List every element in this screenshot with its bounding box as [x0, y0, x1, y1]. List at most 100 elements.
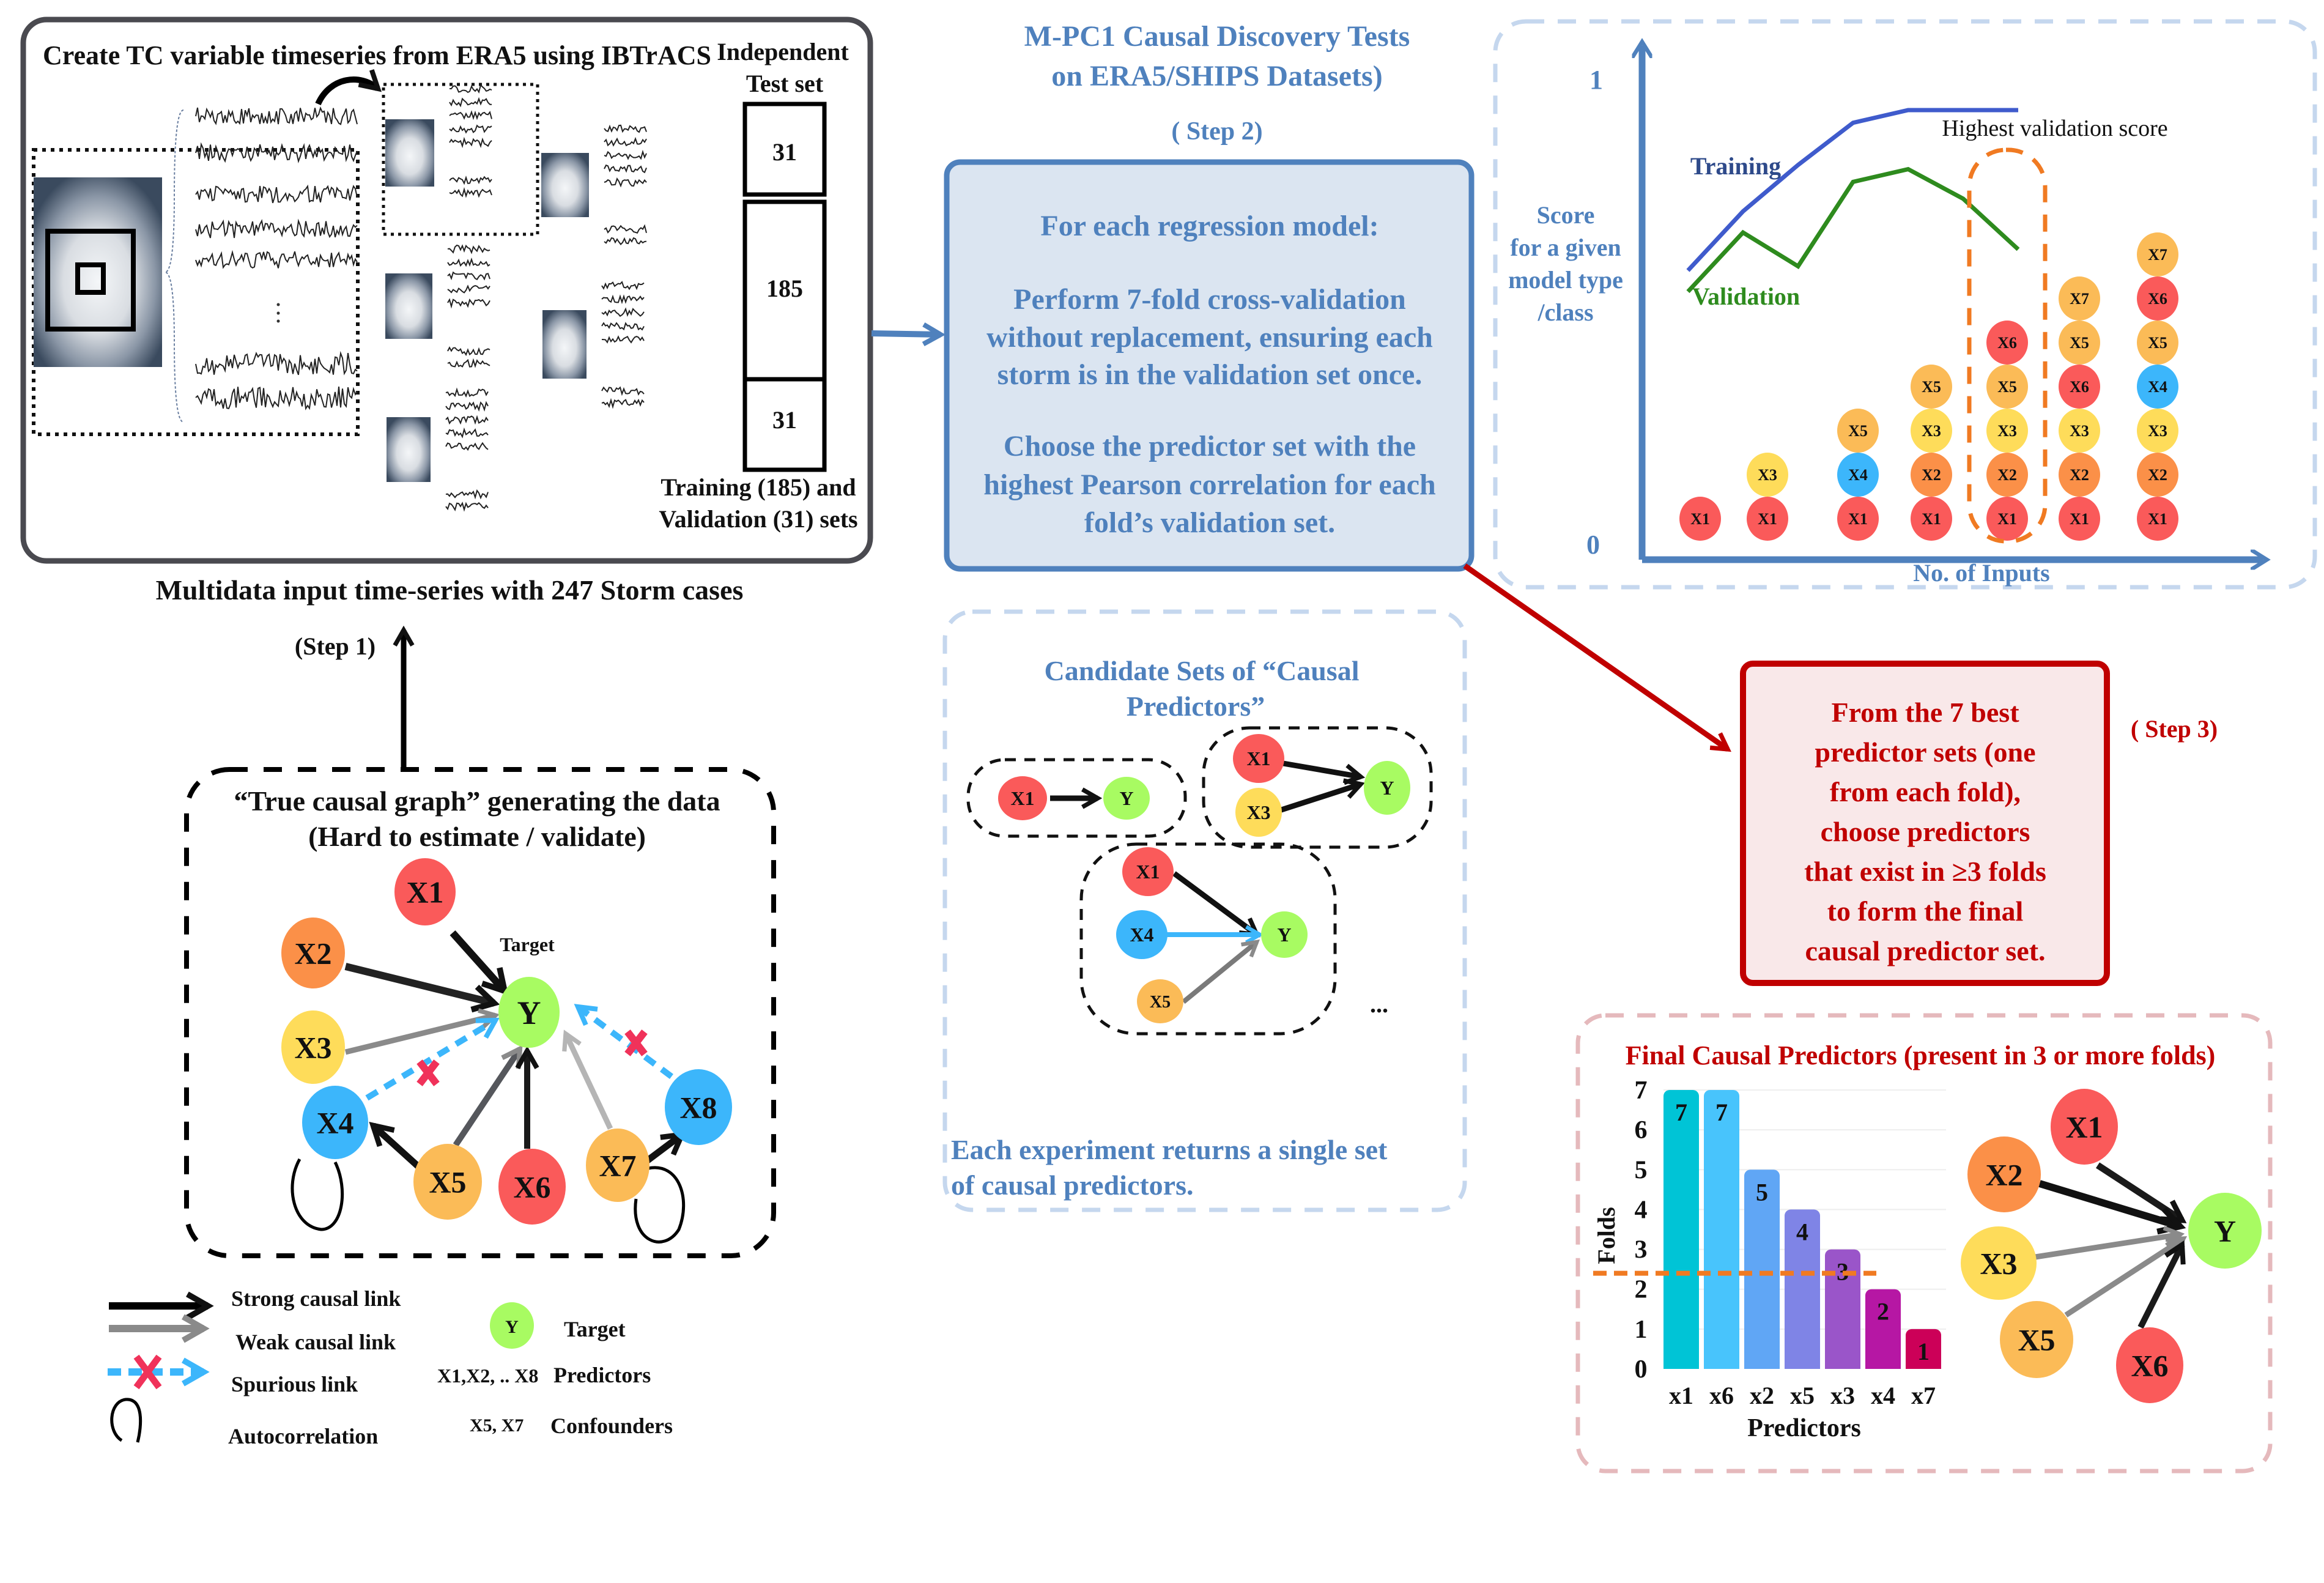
- node-x7-label: X7: [2070, 290, 2089, 308]
- node-y-label: Y: [2214, 1214, 2236, 1248]
- bar-value-label: 2: [1877, 1298, 1889, 1325]
- timeseries-line: [445, 387, 489, 398]
- x-tick-x7: x7: [1911, 1382, 1936, 1409]
- node-x1: X1: [1233, 734, 1284, 783]
- candidates-footer-2: of causal predictors.: [951, 1170, 1194, 1201]
- bar-base-x6: [1704, 1362, 1739, 1369]
- node-y-label: Y: [1277, 924, 1291, 946]
- node-x5: X5: [2000, 1301, 2073, 1378]
- mini-timeseries: [604, 124, 647, 245]
- edge-x5-y: [453, 1045, 523, 1147]
- node-y-label: Y: [517, 995, 541, 1031]
- node-x5: X5: [2137, 321, 2178, 365]
- timeseries-line: [447, 358, 490, 368]
- node-x7-shape: [2137, 232, 2178, 276]
- step3-line-4: that exist in ≥3 folds: [1804, 856, 2046, 887]
- step1-panel: Create TC variable timeseries from ERA5 …: [20, 17, 873, 564]
- node-x2-shape: [281, 918, 345, 988]
- mini-timeseries: [601, 281, 645, 409]
- node-x1-shape: [394, 858, 456, 925]
- bar-value-label: 5: [1756, 1178, 1768, 1206]
- step2-title-1: M-PC1 Causal Discovery Tests: [1024, 20, 1410, 53]
- spurious-cross-icon: [416, 1059, 440, 1086]
- node-x2: X2: [2137, 453, 2178, 497]
- final-title: Final Causal Predictors (present in 3 or…: [1626, 1040, 2216, 1070]
- node-x1-label: X1: [2065, 1110, 2103, 1144]
- node-y-shape: [2188, 1193, 2262, 1269]
- y-axis-label-line: /class: [1537, 298, 1593, 326]
- node-x1-shape: [2137, 497, 2178, 541]
- bar-base-x2: [1744, 1362, 1780, 1369]
- edge-x1-y: [1282, 760, 1366, 785]
- node-x2: X2: [2059, 453, 2100, 497]
- node-x1: X1: [394, 858, 456, 925]
- mini-timeseries: [445, 387, 489, 512]
- timeseries-line: [604, 224, 647, 234]
- node-x4-shape: [1116, 910, 1168, 959]
- input-stack: X1: [1679, 497, 1721, 541]
- validation-label: Validation: [1692, 283, 1800, 310]
- y-axis-label: Folds: [1593, 1207, 1620, 1264]
- step2-label: ( Step 2): [1171, 117, 1262, 146]
- node-x2-label: X2: [2070, 466, 2089, 484]
- node-x2-label: X2: [294, 936, 331, 971]
- autocorrelation-loop-x7: [634, 1166, 686, 1244]
- node-x1: X1: [1122, 847, 1174, 896]
- outer-domain-box: [45, 229, 136, 332]
- step1-to-step2-arrow: [871, 322, 946, 347]
- node-x5-label: X5: [1150, 993, 1171, 1012]
- node-x6-shape: [2059, 365, 2100, 409]
- bar-value-label: 7: [1675, 1099, 1687, 1126]
- node-x5-label: X5: [429, 1165, 466, 1199]
- edge-x6-y: [2137, 1240, 2186, 1329]
- bar-x7: [1906, 1329, 1941, 1369]
- storm-satellite-thumbnail: [542, 310, 587, 379]
- timeseries-line: [449, 110, 492, 120]
- node-x5-label: X5: [1997, 378, 2017, 396]
- legend-autocorrelation-icon: [110, 1398, 142, 1443]
- legend-weak-label: Weak causal link: [235, 1330, 396, 1354]
- legend-predictors-key: X1,X2, .. X8: [437, 1365, 538, 1387]
- storm-satellite-thumbnail: [385, 119, 434, 187]
- node-x5-shape: [2137, 321, 2178, 365]
- node-x7: X7: [586, 1129, 649, 1202]
- edge-x1-y: [450, 930, 509, 996]
- node-x3-label: X3: [1246, 801, 1270, 823]
- timeseries-line: [445, 415, 489, 425]
- node-x3: X3: [1235, 788, 1282, 837]
- candidate-set-frame: [1079, 842, 1337, 1036]
- node-x6-label: X6: [513, 1170, 550, 1204]
- candidates-footer-1: Each experiment returns a single set: [951, 1134, 1388, 1165]
- node-x3-shape: [1986, 409, 2028, 453]
- timeseries-line: [449, 136, 492, 149]
- training-set-box: [742, 199, 827, 382]
- step2-box: [944, 159, 1475, 572]
- node-x3: X3: [2059, 409, 2100, 453]
- storm-satellite-thumbnail: [387, 417, 431, 482]
- node-x1-shape: [1837, 497, 1879, 541]
- legend-autocorrelation-label: Autocorrelation: [228, 1424, 378, 1448]
- primary-storm-frame: [32, 148, 360, 436]
- x-tick-x2: x2: [1750, 1382, 1774, 1409]
- inner-domain-box: [75, 262, 106, 295]
- node-x3-shape: [1911, 409, 1952, 453]
- legend-confounders-label: Confounders: [550, 1414, 673, 1438]
- node-x7-label: X7: [2148, 246, 2167, 264]
- node-x5: X5: [413, 1144, 482, 1220]
- ellipsis-dot: [276, 319, 280, 323]
- storm-frame-small: [382, 83, 539, 236]
- node-x7-shape: [2059, 276, 2100, 321]
- node-x5-shape: [2000, 1301, 2073, 1378]
- mini-storm-grid: [385, 84, 647, 512]
- node-x4-shape: [2137, 365, 2178, 409]
- node-x5: X5: [1911, 365, 1952, 409]
- step3-line-2: from each fold),: [1830, 776, 2021, 807]
- timeseries-line: [445, 489, 489, 500]
- y-tick-7: 7: [1635, 1077, 1648, 1105]
- node-x1-label: X1: [1136, 861, 1160, 883]
- node-y-shape: [1261, 911, 1308, 958]
- timeseries-line: [445, 401, 489, 412]
- step2-line-4: storm is in the validation set once.: [997, 358, 1423, 391]
- legend-target-node-label: Y: [505, 1317, 519, 1337]
